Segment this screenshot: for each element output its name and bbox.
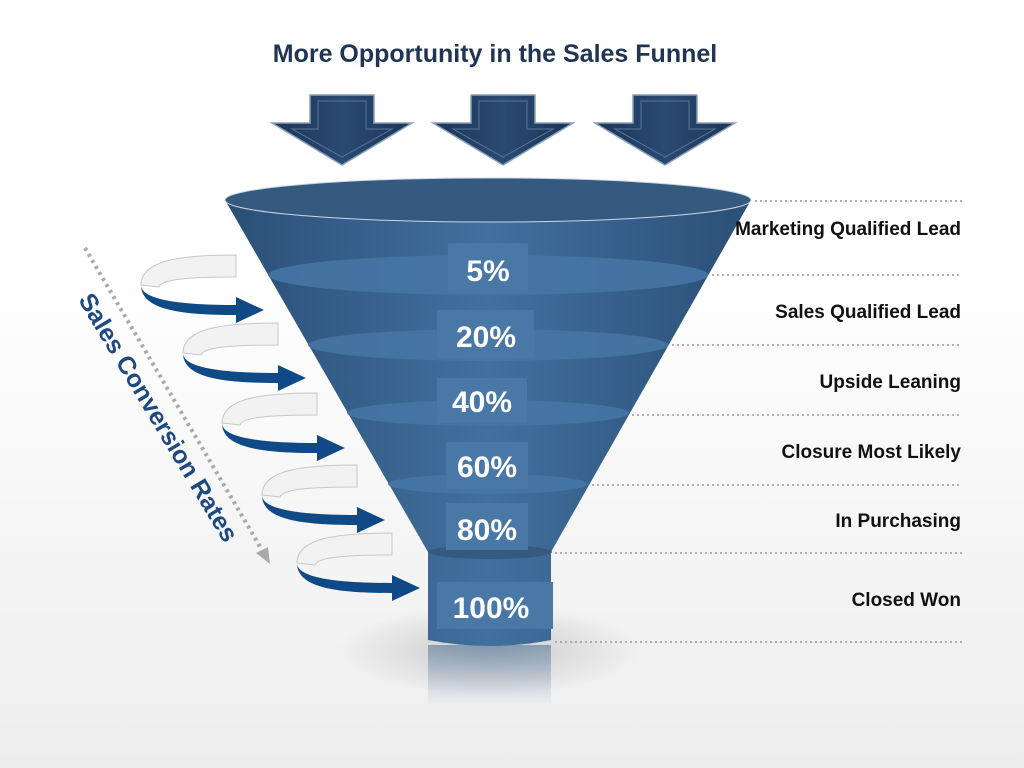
down-arrow-icon	[271, 94, 413, 166]
stage-label: Sales Qualified Lead	[775, 302, 961, 323]
funnel: 5% 20% 40% 60% 80% 100%	[224, 177, 752, 646]
stage-label: Upside Leaning	[819, 372, 961, 393]
down-arrow-icon	[594, 94, 736, 166]
input-arrows	[271, 94, 736, 166]
stage-label: Closed Won	[851, 590, 961, 611]
stage-dividers	[555, 200, 962, 643]
rate-label: 40%	[452, 386, 512, 419]
curved-arrow-icon	[296, 532, 421, 602]
stage-label: Closure Most Likely	[781, 442, 962, 463]
rate-label: 60%	[457, 451, 517, 484]
curved-arrow-icon	[182, 322, 307, 392]
curved-arrow-icon	[221, 392, 346, 462]
rate-label: 80%	[457, 514, 517, 547]
curved-arrow-icon	[261, 464, 386, 534]
dotted-arrow-icon	[83, 246, 270, 564]
curved-arrow-icon	[140, 254, 265, 324]
stage-label: In Purchasing	[835, 511, 961, 532]
rate-label: 20%	[456, 321, 516, 354]
rate-label: 100%	[453, 592, 530, 625]
page-title: More Opportunity in the Sales Funnel	[272, 40, 718, 68]
down-arrow-icon	[432, 94, 574, 166]
rate-labels: 5% 20% 40% 60% 80% 100%	[437, 243, 553, 629]
rate-label: 5%	[466, 255, 509, 288]
stage-label: Marketing Qualified Lead	[735, 219, 961, 240]
funnel-reflection	[428, 645, 551, 705]
